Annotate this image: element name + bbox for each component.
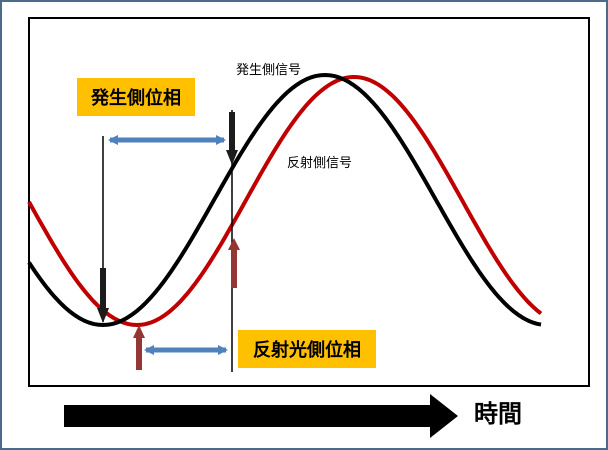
reflected-marker-left xyxy=(133,325,145,370)
source-signal-label: 発生側信号 xyxy=(236,63,301,78)
right-arrow-icon xyxy=(64,394,458,438)
source-marker-right xyxy=(226,112,238,165)
reflected-phase-label-box: 反射光側位相 xyxy=(238,330,376,368)
source-phase-label: 発生側位相 xyxy=(90,87,181,109)
source-marker-left xyxy=(97,268,109,323)
source-signal-curve xyxy=(27,72,542,328)
reflected-marker-right xyxy=(228,238,240,288)
reflected-signal-curve xyxy=(27,75,543,328)
time-axis-label: 時間 xyxy=(474,400,522,428)
source-phase-label-box: 発生側位相 xyxy=(77,78,195,116)
reflected-phase-label: 反射光側位相 xyxy=(253,339,361,361)
reflected-signal-label: 反射側信号 xyxy=(287,155,352,171)
